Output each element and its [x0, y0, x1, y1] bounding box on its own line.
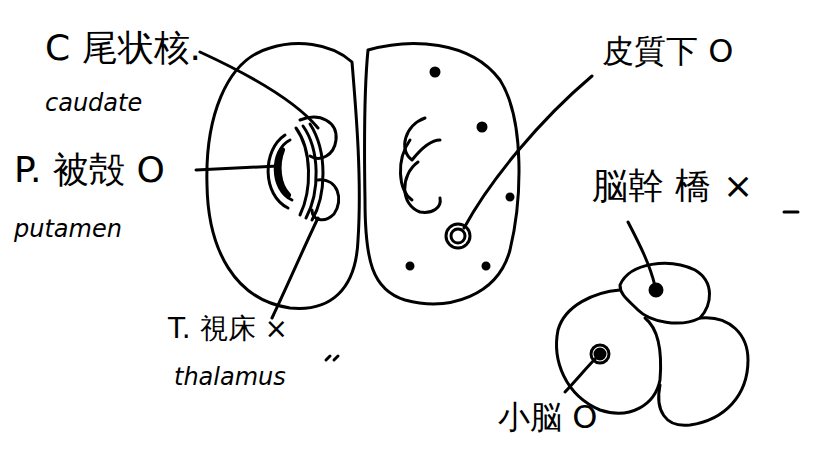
- structure-label: C 尾状核.: [45, 28, 201, 68]
- english-label: thalamus: [174, 364, 286, 390]
- structure-label: P. 被殻 O: [14, 150, 165, 190]
- structure-label: 小脳 O: [498, 400, 597, 435]
- structure-label: T. 視床 ×: [168, 314, 288, 345]
- structure-label: 皮質下 O: [602, 34, 733, 69]
- english-label: caudate: [45, 90, 142, 116]
- structure-label: 脳幹 橋 ×: [592, 166, 753, 206]
- english-label: putamen: [14, 216, 122, 242]
